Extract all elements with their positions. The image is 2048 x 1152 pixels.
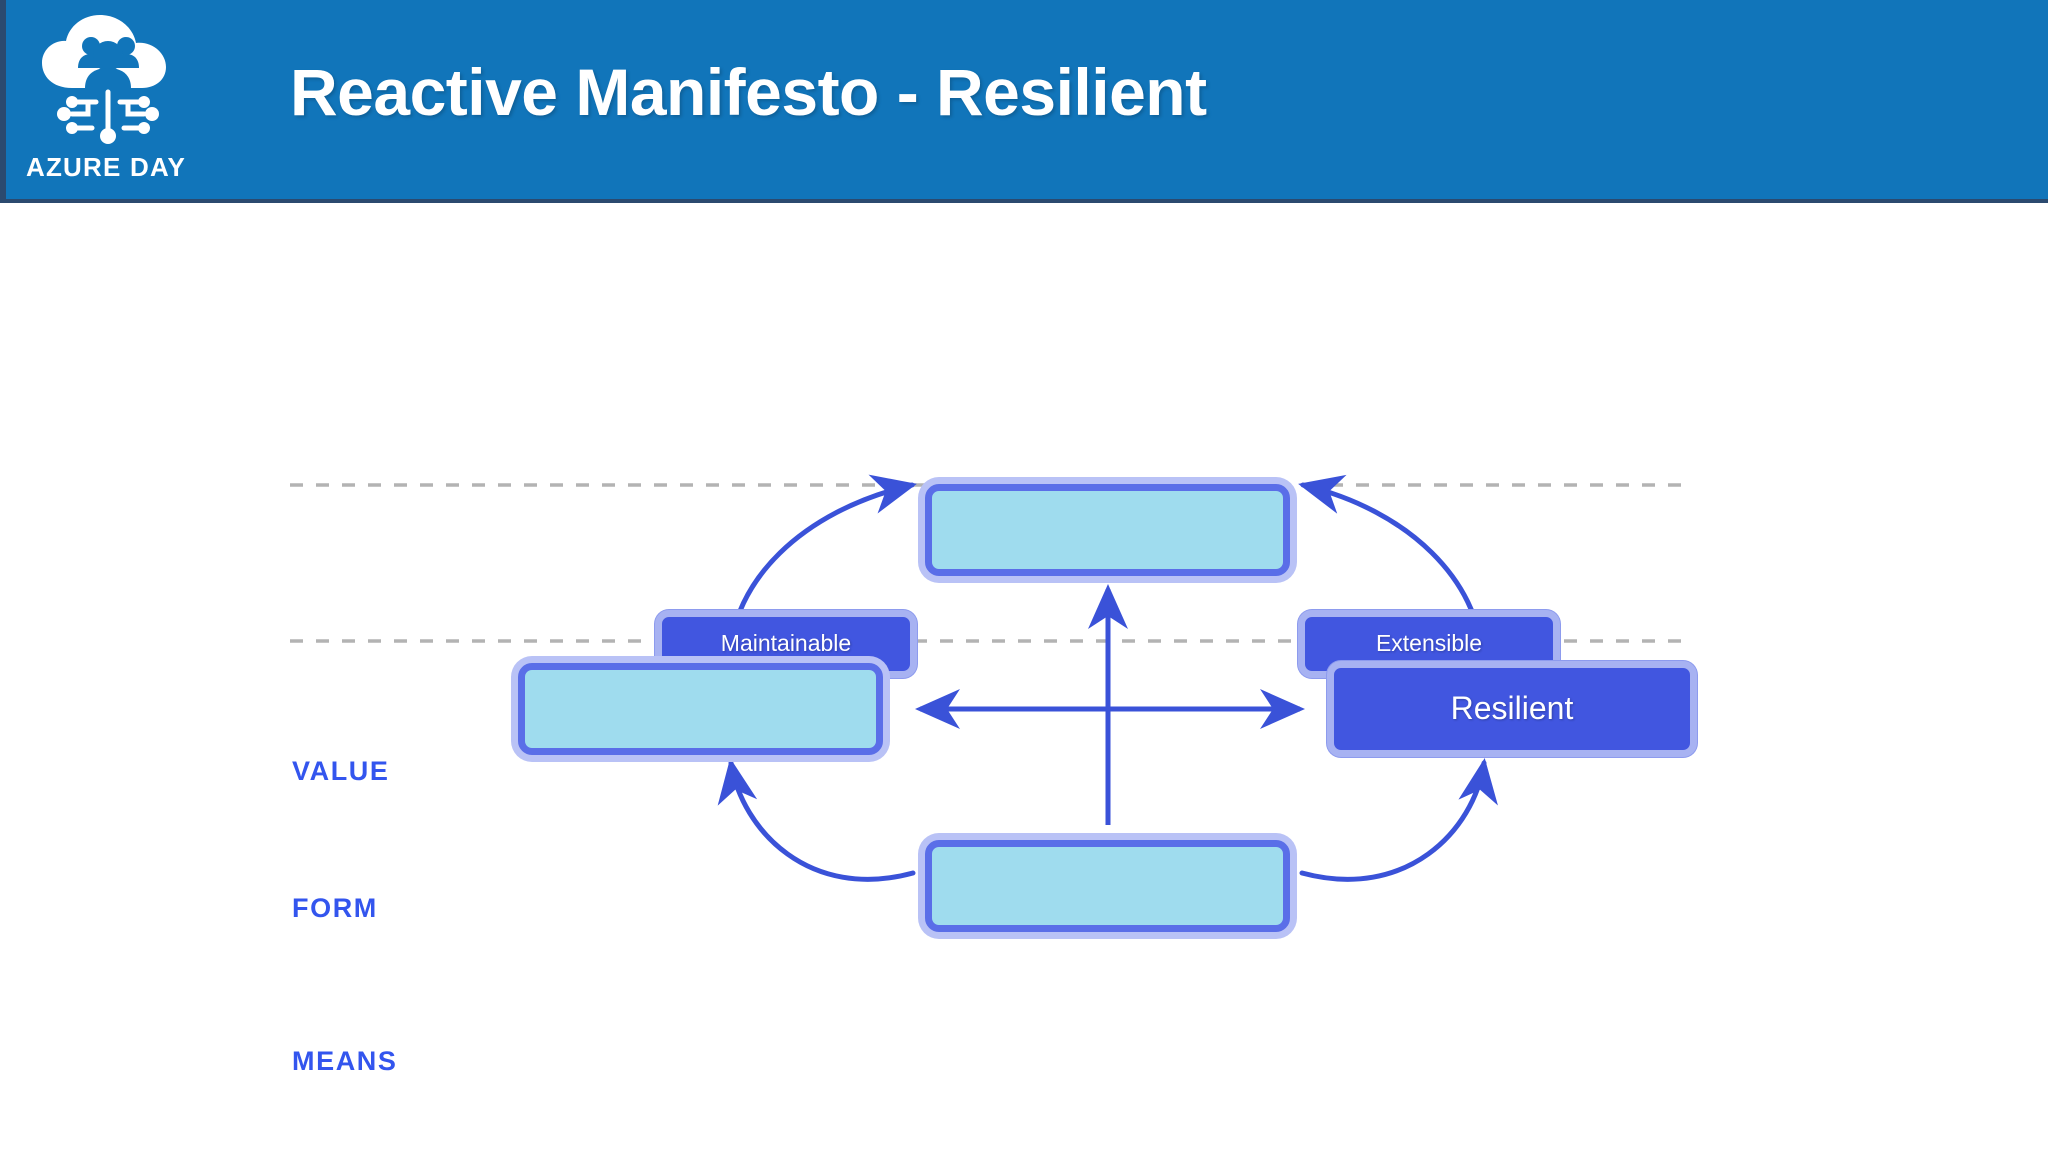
node-extensible-label: Extensible [1375, 630, 1483, 657]
row-label-means: MEANS [292, 1046, 398, 1076]
node-bottom-placeholder[interactable] [925, 840, 1290, 932]
node-maintainable-label: Maintainable [720, 630, 852, 657]
page-title: Reactive Manifesto - Resilient [290, 55, 1207, 129]
node-resilient[interactable]: Resilient [1327, 661, 1697, 757]
node-top-placeholder[interactable] [925, 484, 1290, 576]
brand-wordmark: AZURE DAY [26, 152, 187, 182]
arrow-bottom-to-resilient [1299, 758, 1498, 882]
node-resilient-label: Resilient [1450, 690, 1574, 727]
node-left-placeholder[interactable] [518, 663, 883, 755]
arrow-bottom-to-left [717, 758, 916, 882]
header-bar: AZURE DAY Reactive Manifesto - Resilient [0, 0, 2048, 203]
cloud-people-network-icon [34, 10, 178, 150]
diagram-canvas: VALUE FORM MEANS Maintainable Extensible… [0, 203, 2048, 1152]
row-label-form: FORM [292, 893, 378, 923]
brand-logo-block: AZURE DAY [26, 10, 186, 195]
row-label-value: VALUE [292, 756, 390, 786]
